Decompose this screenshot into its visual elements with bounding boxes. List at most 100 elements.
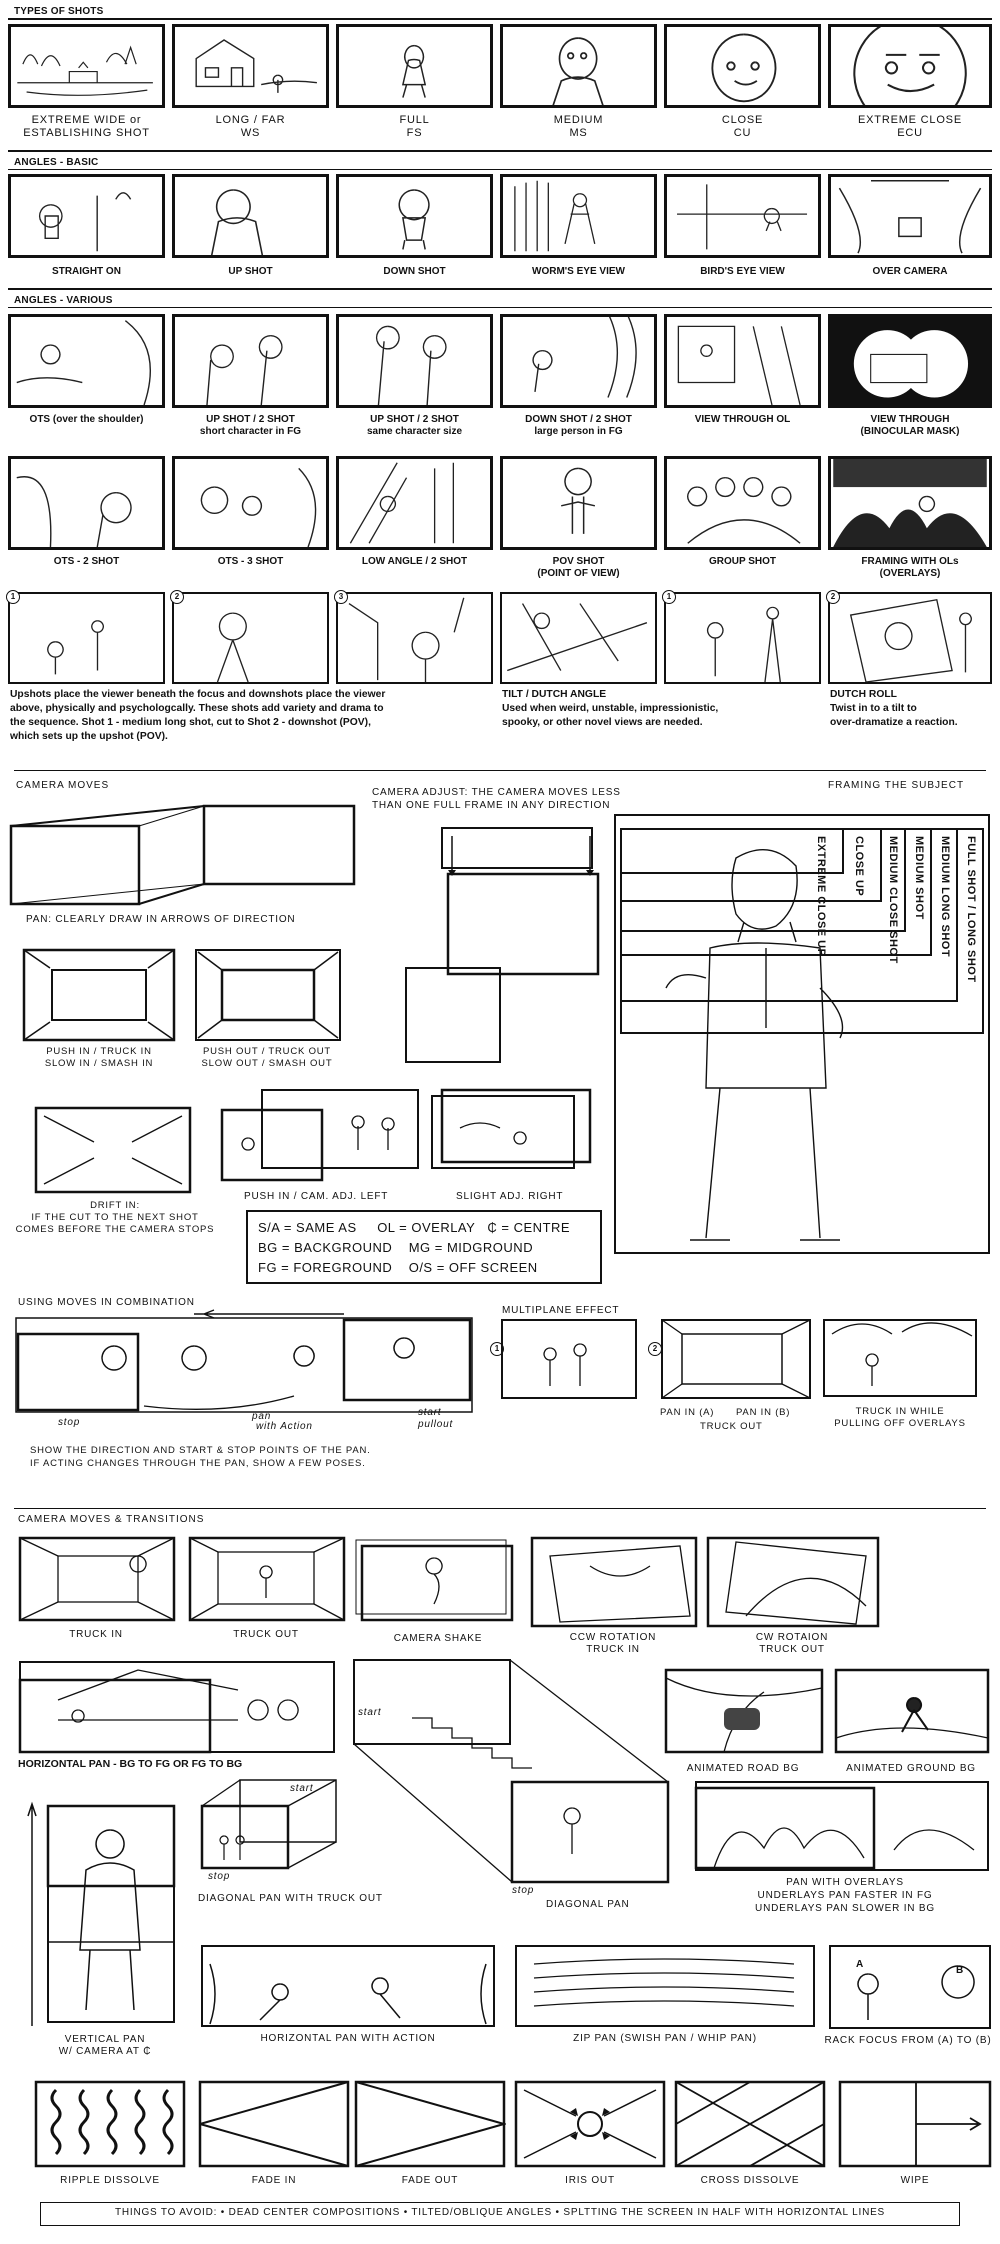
animated-road-panel <box>664 1668 824 1754</box>
caption-cross-dissolve: CROSS DISSOLVE <box>700 2175 800 2186</box>
panel-tilt <box>500 592 657 684</box>
caption-animated-road: ANIMATED ROAD BG <box>686 1763 800 1774</box>
fade-out-panel <box>354 2080 506 2168</box>
panel-worms-eye <box>500 174 657 258</box>
pan-in-b: PAN IN (B) <box>736 1407 791 1418</box>
pan-diagram <box>9 804 356 906</box>
divider <box>14 770 986 771</box>
pan-overlays-panel <box>694 1781 989 1871</box>
caption-zip-pan: ZIP PAN (SWISH PAN / WHIP PAN) <box>573 2033 757 2044</box>
diag-stop: stop <box>512 1885 535 1896</box>
panel-straight-on <box>8 174 165 258</box>
panel-ots-2shot <box>8 456 165 550</box>
caption-group: GROUP SHOT <box>708 556 777 567</box>
section-transitions-title: CAMERA MOVES & TRANSITIONS <box>18 1514 205 1525</box>
things-to-avoid: THINGS TO AVOID: • DEAD CENTER COMPOSITI… <box>40 2202 960 2226</box>
panel-upshot-2shot-a <box>172 314 329 408</box>
caption-truck-in: TRUCK IN <box>69 1629 123 1640</box>
animated-ground-panel <box>834 1668 990 1754</box>
caption-ots-2shot: OTS - 2 SHOT <box>53 556 120 567</box>
panel-view-through-ol <box>664 314 821 408</box>
combo-with-action: with Action <box>256 1421 313 1432</box>
diag-truck-stop: stop <box>208 1871 231 1882</box>
caption-framing-ols: FRAMING WITH OLs(OVERLAYS) <box>861 556 959 579</box>
adjust-frame <box>405 967 501 1063</box>
diag-truck-start: start <box>290 1783 314 1794</box>
label-medium-close: MEDIUM CLOSE SHOT <box>887 836 899 964</box>
upshot-paragraph: Upshots place the viewer beneath the foc… <box>10 689 386 742</box>
section-angles-basic-title: ANGLES - BASIC <box>14 157 99 168</box>
diag-start: start <box>358 1707 382 1718</box>
push-in-diagram <box>22 948 176 1042</box>
combo-pullout: pullout <box>418 1419 454 1430</box>
panel-seq-1 <box>8 592 165 684</box>
camera-adjust-diagram <box>441 827 600 976</box>
caption-worms-eye: WORM'S EYE VIEW <box>532 266 625 277</box>
caption-straight-on: STRAIGHT ON <box>52 266 121 277</box>
panel-seq-2 <box>172 592 329 684</box>
section-angles-various-title: ANGLES - VARIOUS <box>14 295 113 306</box>
caption-diagonal-pan: DIAGONAL PAN <box>546 1899 630 1910</box>
truck-out-panel <box>188 1536 346 1622</box>
pan-in-a: PAN IN (A) <box>660 1407 715 1418</box>
seq-number: 2 <box>170 590 184 604</box>
caption-pov: POV SHOT(POINT OF VIEW) <box>537 556 620 579</box>
iris-out-panel <box>514 2080 666 2168</box>
caption-up-shot: UP SHOT <box>228 266 273 277</box>
frame-extreme-close <box>620 828 844 874</box>
panel-upshot-2shot-b <box>336 314 493 408</box>
slight-adjust-caption: SLIGHT ADJ. RIGHT <box>456 1191 564 1202</box>
label-full-shot: FULL SHOT / LONG SHOT <box>965 836 977 983</box>
panel-over-camera <box>828 174 992 258</box>
panel-downshot-2shot <box>500 314 657 408</box>
framing-figure <box>665 849 844 1241</box>
panel-down-shot <box>336 174 493 258</box>
camera-adjust-label: CAMERA ADJUST: THE CAMERA MOVES LESS THA… <box>372 787 621 811</box>
ccw-rotation-panel <box>530 1536 698 1628</box>
panel-full-shot <box>336 24 493 108</box>
caption-fade-in: FADE IN <box>251 2175 297 2186</box>
combo-pan: pan <box>252 1411 272 1422</box>
divider <box>8 307 992 308</box>
combo-pan-diagram <box>15 1309 473 1413</box>
panel-group <box>664 456 821 550</box>
section-types-title: TYPES OF SHOTS <box>14 6 104 17</box>
caption-diagonal-truck: DIAGONAL PAN WITH TRUCK OUT <box>198 1893 383 1904</box>
panel-close-up <box>664 24 821 108</box>
seq-number: 1 <box>6 590 20 604</box>
label-close-up: CLOSE UP <box>853 836 865 897</box>
panel-binocular <box>828 314 992 408</box>
framing-outer-frame <box>614 814 990 1254</box>
caption-fade-out: FADE OUT <box>401 2175 459 2186</box>
section-framing-title: FRAMING THE SUBJECT <box>828 780 965 791</box>
seq-number: 1 <box>662 590 676 604</box>
caption-down-shot: DOWN SHOT <box>383 266 446 277</box>
caption-iris-out: IRIS OUT <box>565 2175 615 2186</box>
vertical-pan-panel <box>27 1801 176 2026</box>
cw-rotation-panel <box>706 1536 880 1628</box>
seq-number: 3 <box>334 590 348 604</box>
truck-overlays-diagram <box>823 1319 977 1397</box>
panel-extreme-close-up <box>828 24 992 108</box>
push-out-diagram <box>195 949 341 1041</box>
panel-dutch-2 <box>828 592 992 684</box>
panel-extreme-wide <box>8 24 165 108</box>
divider <box>8 288 992 290</box>
multiplane-title: MULTIPLANE EFFECT <box>502 1305 620 1316</box>
divider <box>8 169 992 170</box>
diagonal-truck-panel <box>200 1779 337 1870</box>
